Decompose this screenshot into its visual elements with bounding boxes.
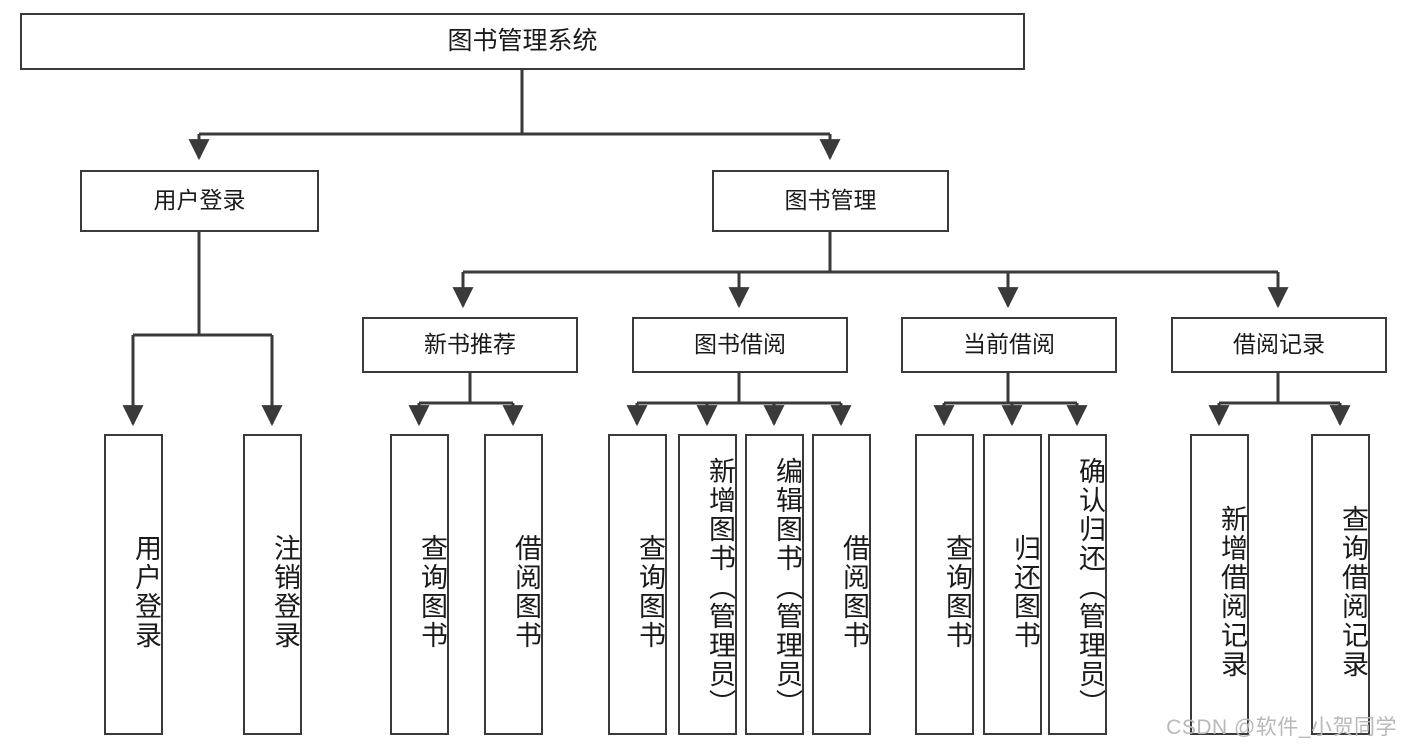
leaf-record-add-record[interactable]: 新增借阅记录	[1190, 434, 1249, 735]
node-book-borrow[interactable]: 图书借阅	[632, 317, 848, 373]
node-book-management[interactable]: 图书管理	[712, 170, 949, 232]
leaf-current-return-book[interactable]: 归还图书	[983, 434, 1042, 735]
leaf-borrow-edit-book-admin[interactable]: 编辑图书（管理员）	[745, 434, 804, 735]
leaf-borrow-add-book-admin[interactable]: 新增图书（管理员）	[678, 434, 737, 735]
leaf-user-login-logout[interactable]: 注销登录	[243, 434, 302, 735]
leaf-current-query-book[interactable]: 查询图书	[915, 434, 974, 735]
node-new-book-recommend[interactable]: 新书推荐	[362, 317, 578, 373]
leaf-recommend-borrow-book[interactable]: 借阅图书	[484, 434, 543, 735]
node-current-borrow[interactable]: 当前借阅	[901, 317, 1117, 373]
node-user-login[interactable]: 用户登录	[80, 170, 319, 232]
leaf-recommend-query-book[interactable]: 查询图书	[390, 434, 449, 735]
leaf-borrow-borrow-book[interactable]: 借阅图书	[812, 434, 871, 735]
leaf-record-query-record[interactable]: 查询借阅记录	[1311, 434, 1370, 735]
leaf-user-login-login[interactable]: 用户登录	[104, 434, 163, 735]
leaf-borrow-query-book[interactable]: 查询图书	[608, 434, 667, 735]
node-borrow-record[interactable]: 借阅记录	[1171, 317, 1387, 373]
node-root-system[interactable]: 图书管理系统	[20, 13, 1025, 70]
leaf-current-confirm-return-admin[interactable]: 确认归还（管理员）	[1048, 434, 1107, 735]
